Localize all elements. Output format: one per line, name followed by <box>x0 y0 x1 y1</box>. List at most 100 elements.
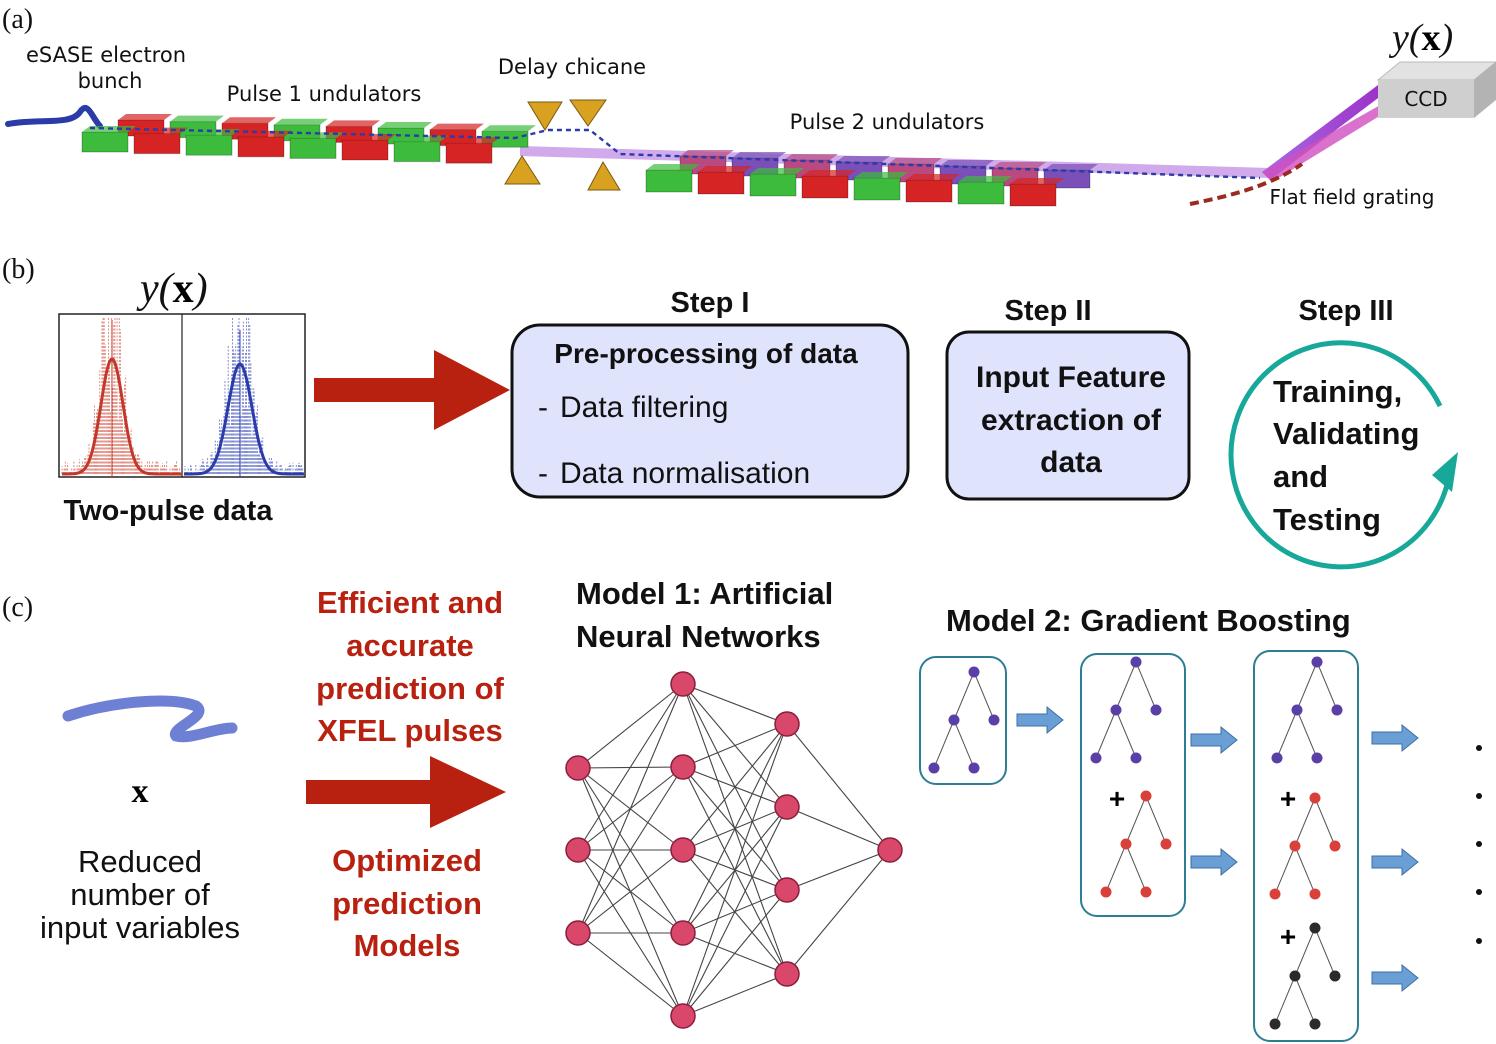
step2-title: Step II <box>1004 295 1091 327</box>
red-top-line4: XFEL pulses <box>317 713 503 748</box>
step1-item2: Data normalisation <box>560 457 810 490</box>
undulator-bottom <box>81 126 136 153</box>
undulator-bottom <box>393 135 448 163</box>
nn-node <box>670 837 696 863</box>
undulator-bottom <box>853 172 908 201</box>
undulator-bottom <box>445 137 500 164</box>
boost-arrow-icon <box>1016 705 1064 735</box>
arrow-to-models <box>306 756 506 828</box>
electron-bunch <box>5 105 103 129</box>
step1-item1: Data filtering <box>560 391 728 424</box>
tree-ensemble-box <box>919 656 1007 785</box>
nn-edge <box>577 766 684 934</box>
red-top-line2: accurate <box>346 628 474 663</box>
undulator-bottom <box>185 129 240 156</box>
nn-node <box>877 837 903 863</box>
red-bottom-line2: prediction <box>332 886 482 921</box>
chicane-label: Delay chicane <box>498 55 646 79</box>
undulator-bottom <box>645 164 700 193</box>
undulator-bottom <box>289 132 344 159</box>
nn-node <box>565 920 591 946</box>
bunch-label-line1: eSASE electron <box>26 43 186 67</box>
decision-tree <box>1090 656 1162 764</box>
step2-line3: data <box>1040 446 1102 479</box>
yx-label-a: y(x) <box>1388 17 1453 59</box>
cycle-arrowhead-icon <box>1432 452 1458 492</box>
nn-edge <box>786 849 891 891</box>
neural-network-diagram <box>565 671 903 1029</box>
decision-tree <box>1100 790 1172 898</box>
step3-line3: and <box>1273 459 1328 494</box>
step1-heading: Pre-processing of data <box>554 338 858 369</box>
chicane-magnets <box>504 99 621 191</box>
input-line2: number of <box>70 877 210 912</box>
step2-line1: Input Feature <box>976 361 1166 394</box>
nn-edge <box>682 683 788 725</box>
decision-tree <box>1269 792 1341 900</box>
decision-tree <box>1269 922 1341 1030</box>
model1-line1: Model 1: Artificial <box>576 576 833 611</box>
nn-edge <box>577 683 684 851</box>
nn-node <box>774 877 800 903</box>
step3-title: Step III <box>1298 295 1393 327</box>
nn-edge <box>786 723 891 851</box>
nn-node <box>670 754 696 780</box>
plus-sign: + <box>1109 783 1125 814</box>
nn-node <box>774 794 800 820</box>
red-bottom-line3: Models <box>354 928 461 963</box>
nn-edge <box>577 849 684 934</box>
panel-a-label: (a) <box>2 4 33 35</box>
nn-edge <box>577 683 684 769</box>
step2-line2: extraction of <box>981 404 1162 437</box>
undulator-array <box>81 114 1098 207</box>
step3-line2: Validating <box>1273 416 1419 451</box>
red-top-line3: prediction of <box>316 671 504 706</box>
nn-edge <box>682 973 788 1017</box>
boost-arrow-icon <box>1371 847 1419 877</box>
input-line1: Reduced <box>78 844 202 879</box>
continuation-dot <box>1476 889 1482 895</box>
ccd-label: CCD <box>1404 87 1447 111</box>
pulse1-label: Pulse 1 undulators <box>227 82 422 106</box>
boost-arrow-icon <box>1371 963 1419 993</box>
nn-node <box>774 961 800 987</box>
undulator-bottom <box>341 134 396 161</box>
red-bottom-line1: Optimized <box>332 843 482 878</box>
step3-line1: Training, <box>1273 374 1402 409</box>
plus-sign: + <box>1280 921 1296 952</box>
panel-c-label: (c) <box>2 592 33 623</box>
continuation-dot <box>1476 938 1482 944</box>
nn-node <box>774 711 800 737</box>
electron-bunch-input <box>62 695 238 743</box>
continuation-dot <box>1476 793 1482 799</box>
ccd-detector <box>1376 61 1496 118</box>
nn-node <box>670 920 696 946</box>
panel-b-label: (b) <box>2 254 35 285</box>
step1-dash1: - <box>538 391 548 424</box>
nn-edge <box>577 683 684 934</box>
boost-arrow-icon <box>1371 723 1419 753</box>
continuation-dot <box>1476 745 1482 751</box>
grating-icon <box>1189 162 1304 206</box>
grating-label: Flat field grating <box>1270 185 1435 209</box>
nn-edge <box>682 806 788 1017</box>
undulator-bottom <box>237 130 292 158</box>
nn-edge <box>577 932 684 1017</box>
x-symbol: x <box>132 773 149 810</box>
nn-edge <box>682 723 788 768</box>
nn-edges <box>577 683 891 1017</box>
step3-line4: Testing <box>1273 502 1381 537</box>
step2-box <box>945 330 1191 501</box>
tree-ensemble-box <box>1253 650 1359 1042</box>
gradient-boosting-diagram: +++ <box>919 650 1482 1042</box>
nn-edge <box>786 806 891 851</box>
nn-node <box>565 837 591 863</box>
undulator-bottom <box>1009 178 1064 207</box>
step1-title: Step I <box>671 287 750 319</box>
photon-beam-spread <box>1262 104 1386 182</box>
step1-box <box>510 323 910 499</box>
model1-line2: Neural Networks <box>576 619 821 654</box>
undulator-bottom <box>905 174 960 203</box>
undulator-bottom <box>133 127 188 155</box>
undulator-bottom <box>957 176 1012 205</box>
